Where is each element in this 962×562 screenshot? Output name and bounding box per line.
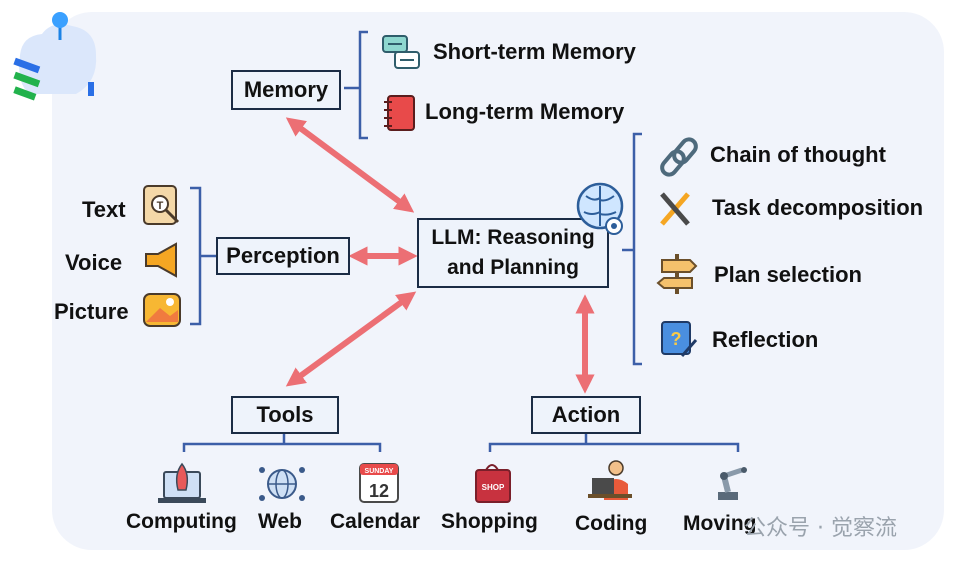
llm-box: LLM: Reasoning and Planning: [417, 218, 609, 288]
arrow-tools-llm: [285, 291, 417, 387]
llm-label-line2: and Planning: [447, 256, 579, 279]
planning-bracket: [622, 132, 642, 366]
long-term-memory-label: Long-term Memory: [425, 99, 625, 124]
arrow-memory-llm: [285, 117, 415, 213]
llm-label-line1: LLM: Reasoning: [431, 226, 595, 249]
reflection-label: Reflection: [712, 327, 819, 352]
perception-text-label: Text: [82, 197, 126, 222]
shopping-label: Shopping: [441, 510, 538, 533]
perception-picture-label: Picture: [54, 299, 129, 324]
perception-bracket: [190, 186, 216, 326]
memory-box: Memory: [231, 70, 341, 110]
coding-label: Coding: [575, 512, 648, 535]
moving-label: Moving: [683, 512, 757, 535]
task-decomposition-label: Task decomposition: [712, 195, 924, 220]
perception-voice-label: Voice: [65, 250, 123, 275]
memory-label: Memory: [243, 77, 329, 102]
tools-box: Tools: [231, 396, 339, 434]
chain-of-thought-label: Chain of thought: [710, 142, 886, 167]
action-bracket: [488, 432, 740, 452]
watermark-text: 公众号 · 觉察流: [744, 516, 897, 541]
perception-label: Perception: [226, 243, 340, 268]
short-term-memory-label: Short-term Memory: [433, 39, 636, 64]
perception-box: Perception: [216, 237, 350, 275]
calendar-label: Calendar: [330, 510, 420, 533]
memory-bracket: [344, 30, 368, 140]
web-label: Web: [258, 510, 302, 533]
tools-label: Tools: [256, 402, 314, 427]
action-label: Action: [551, 402, 621, 427]
tools-bracket: [182, 432, 382, 452]
computing-label: Computing: [126, 510, 237, 533]
agent-logo-icon: [13, 12, 97, 101]
action-box: Action: [531, 396, 641, 434]
plan-selection-label: Plan selection: [714, 262, 862, 287]
